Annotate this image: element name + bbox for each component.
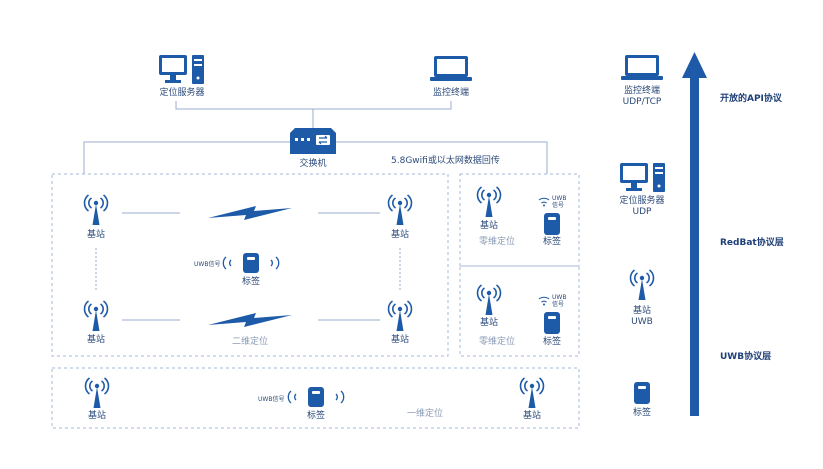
uwb-signal-label: UWB信号: [194, 261, 221, 268]
antenna-icon: [83, 194, 109, 225]
base-station-label: 基站: [479, 221, 499, 231]
tag-icon: [634, 382, 650, 404]
zone-1d-label: 一维定位: [406, 409, 444, 419]
tag-label: 标签: [241, 277, 261, 287]
layer-redbat-label: RedBat协议层: [720, 238, 784, 248]
uwb-signal-label: UWB信号: [258, 396, 285, 403]
server-icon: [159, 55, 204, 84]
monitor-icon: [621, 55, 663, 80]
tag-label: 标签: [542, 237, 562, 247]
layer-arrow-shaft: [690, 76, 699, 416]
base-station-label: 基站: [86, 230, 106, 240]
zone-0d-label: 零维定位: [478, 237, 516, 247]
switch-left-connector: [83, 141, 290, 174]
switch-icon: [290, 128, 336, 154]
zone-0d-box-top: [459, 173, 580, 267]
layer-arrow-head: [682, 52, 707, 78]
uwb-signal-label: 信号: [552, 202, 565, 209]
legend-monitor-label: 监控终端: [623, 86, 661, 96]
legend-monitor-protocol: UDP/TCP: [622, 97, 662, 107]
monitor-icon: [430, 56, 472, 81]
layer-uwb-label: UWB协议层: [720, 352, 772, 362]
tag-signal-icon: [222, 253, 280, 273]
legend-station-label: 基站: [632, 306, 652, 316]
base-station-label: 基站: [479, 318, 499, 328]
tag-icon: [544, 312, 560, 334]
uwb-signal-label: UWB: [552, 294, 567, 301]
base-station-label: 基站: [522, 411, 542, 421]
antenna-icon: [476, 186, 502, 217]
legend-station-protocol: UWB: [631, 317, 653, 327]
base-station-label: 基站: [390, 335, 410, 345]
antenna-icon: [84, 377, 110, 408]
signal-icon: [538, 296, 550, 306]
legend-server-label: 定位服务器: [619, 196, 665, 206]
base-station-label: 基站: [390, 230, 410, 240]
zone-0d-box-bottom: [459, 265, 580, 357]
antenna-icon: [387, 300, 413, 331]
tag-label: 标签: [542, 337, 562, 347]
switch-label: 交换机: [299, 159, 327, 169]
transport-label: 5.8Gwifi或以太网数据回传: [391, 156, 500, 166]
antenna-icon: [83, 300, 109, 331]
switch-right-connector: [336, 141, 548, 174]
legend-tag-label: 标签: [632, 408, 652, 418]
antenna-icon: [387, 194, 413, 225]
antenna-icon: [476, 284, 502, 315]
uwb-signal-label: 信号: [552, 301, 565, 308]
tag-signal-icon: [287, 387, 345, 407]
legend-server-protocol: UDP: [632, 207, 652, 217]
zone-2d-box: [51, 173, 449, 357]
lightning-icon: [208, 206, 292, 220]
base-station-label: 基站: [86, 335, 106, 345]
layer-api-label: 开放的API协议: [720, 94, 782, 104]
server-icon: [620, 163, 665, 192]
server-label: 定位服务器: [159, 88, 205, 98]
antenna-icon: [519, 377, 545, 408]
base-station-label: 基站: [87, 411, 107, 421]
tag-label: 标签: [306, 411, 326, 421]
zone-0d-label: 零维定位: [478, 337, 516, 347]
signal-icon: [538, 197, 550, 207]
monitor-label: 监控终端: [432, 88, 470, 98]
uwb-signal-label: UWB: [552, 195, 567, 202]
server-monitor-connector: [175, 101, 452, 110]
lightning-icon: [208, 313, 292, 327]
tag-icon: [544, 213, 560, 235]
antenna-icon: [629, 269, 655, 300]
zone-2d-label: 二维定位: [231, 337, 269, 347]
